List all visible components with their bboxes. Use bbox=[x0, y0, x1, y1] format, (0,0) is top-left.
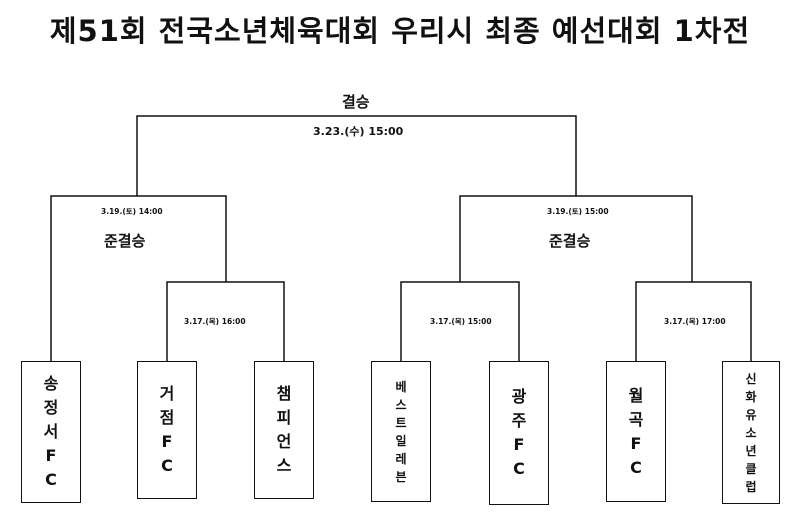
team-name-char: F bbox=[45, 446, 57, 465]
team-name-char: 일 bbox=[395, 433, 407, 448]
semi-left-label: 준결승 bbox=[104, 232, 146, 250]
team-name-char: 유 bbox=[745, 407, 757, 422]
semi-left-connector bbox=[50, 195, 227, 365]
team-name-char: 스 bbox=[395, 397, 407, 412]
team-name-char: 클 bbox=[745, 461, 757, 476]
team-name-char: 송 bbox=[43, 374, 59, 393]
team-name-char: C bbox=[513, 459, 525, 478]
team-name-char: F bbox=[161, 432, 173, 451]
team-name-char: 신 bbox=[745, 371, 757, 386]
team-name-char: 년 bbox=[745, 443, 757, 458]
team-name-char: 럽 bbox=[745, 479, 757, 494]
page-title: 제51회 전국소년체육대회 우리시 최종 예선대회 1차전 bbox=[49, 14, 751, 48]
match-mid-datetime: 3.17.(목) 15:00 bbox=[430, 317, 492, 326]
final-connector bbox=[136, 115, 577, 196]
semi-right-datetime: 3.19.(토) 15:00 bbox=[547, 207, 609, 216]
semi-right-connector bbox=[459, 195, 693, 282]
team-name-char: 정 bbox=[43, 398, 59, 417]
semi-right-label: 준결승 bbox=[549, 232, 591, 250]
team-name-char: 점 bbox=[159, 408, 175, 427]
team-name-char: C bbox=[161, 456, 173, 475]
team-name-char: 월 bbox=[628, 385, 644, 405]
final-label: 결승 bbox=[342, 93, 370, 111]
team-name-char: 광 bbox=[511, 387, 527, 406]
team-name-char: 레 bbox=[395, 451, 407, 466]
team-name-char: 곡 bbox=[628, 409, 644, 429]
team-name-char: 븐 bbox=[395, 469, 407, 484]
team-name-char: F bbox=[513, 435, 525, 454]
team-name-char: 스 bbox=[276, 456, 292, 475]
team-name-char: 거 bbox=[159, 384, 175, 403]
team-name-char: C bbox=[630, 457, 642, 477]
match-left-connector bbox=[166, 281, 285, 365]
match-mid-connector bbox=[400, 281, 520, 365]
team-name-char: 피 bbox=[276, 408, 292, 427]
team-name-char: 화 bbox=[745, 389, 757, 404]
semi-left-datetime: 3.19.(토) 14:00 bbox=[101, 207, 163, 216]
final-datetime: 3.23.(수) 15:00 bbox=[313, 125, 404, 138]
team-name-char: 소 bbox=[745, 425, 757, 440]
team-name-char: C bbox=[45, 470, 57, 489]
match-right-datetime: 3.17.(목) 17:00 bbox=[664, 317, 726, 326]
team-name-char: 베 bbox=[395, 379, 407, 394]
team-name-char: 주 bbox=[511, 411, 527, 430]
match-right-connector bbox=[635, 281, 752, 365]
team-name-char: 언 bbox=[276, 432, 292, 451]
team-name-char: 챔 bbox=[276, 384, 292, 403]
match-left-datetime: 3.17.(목) 16:00 bbox=[184, 317, 246, 326]
team-name-char: 서 bbox=[43, 422, 59, 441]
team-name-char: F bbox=[630, 433, 642, 453]
team-name-char: 트 bbox=[395, 415, 407, 430]
